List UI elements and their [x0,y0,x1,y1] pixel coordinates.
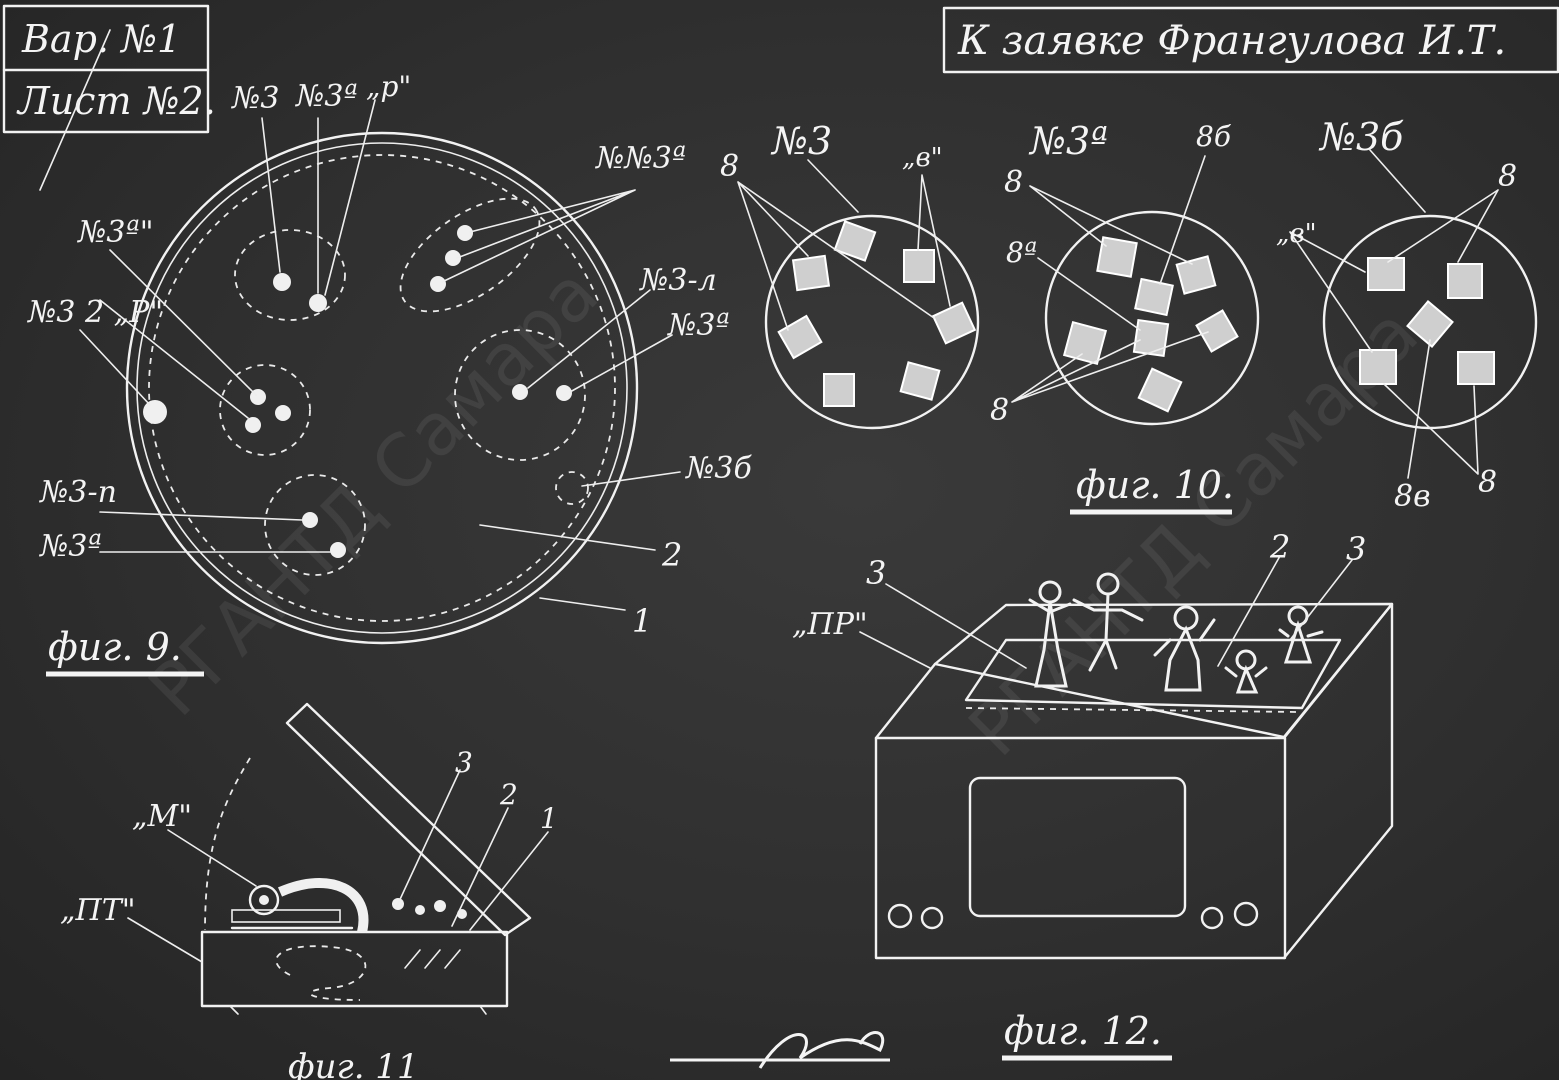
figure-group-edge-left [143,400,167,424]
fig10-disc3-label-8: 8 [1498,159,1517,194]
fig9: №3 №3ª „р" №№3ª №3ª" №3 2 „Р" №3-л №3ª №… [26,70,752,677]
fig12-caption: фиг. 12. [1004,1009,1162,1053]
fig9-label-2: 2 [661,536,682,574]
fig10-disc-1: №3 8 „в" [720,119,980,430]
fig12-label-2: 2 [1269,528,1290,566]
fig10-disc2-label-8: 8 [1004,165,1023,200]
fig10-disc1-label-8: 8 [720,149,739,184]
fig11-label-3: 3 [455,746,473,779]
fig10-disc1-label-v: „в" [902,143,943,173]
fig12-figurines [1028,572,1324,694]
fig11-label-m: „М" [132,799,192,834]
fig9-label-n32p: №3 2 „Р" [26,295,163,330]
fig9-label-nn3a: №№3ª [594,141,686,176]
fig10-disc2-label-8-bottom: 8 [990,393,1009,428]
fig9-label-n3a-bottom: №3ª [38,529,102,564]
signature [670,1031,890,1069]
fig9-label-1: 1 [632,602,652,640]
fig10-caption: фиг. 10. [1076,463,1234,507]
fig12-platform [964,638,1342,710]
fig10-disc3-title: №3б [1318,115,1404,159]
figure-group-n3 [234,229,346,321]
fig11-label-pt: „ПТ" [60,893,136,928]
figure-group-bottom [264,474,366,576]
fig9-label-n3l: №3-л [638,263,717,298]
application-label: К заявке Франгулова И.Т. [957,18,1506,64]
variant-label: Вар. №1 [21,17,181,61]
fig10-disc2-title: №3ª [1028,119,1108,163]
fig10-disc2-label-8a: 8ª [1006,236,1037,269]
fig11: „М" „ПТ" 3 2 1 фиг. 11 [60,702,558,1080]
sheet-label: Лист №2. [16,79,216,123]
fig10-disc-3: №3б 8 „в" 8в 8 [1276,115,1538,514]
fig12-label-pr: „ПР" [792,607,868,642]
fig10-disc3-label-8-bottom: 8 [1478,465,1497,500]
fig12-label-3-left: 3 [866,554,886,592]
fig12-screen [968,776,1187,918]
figure-slot-n3b [555,471,589,505]
variant-sheet-box: Вар. №1 Лист №2. [2,4,216,191]
fig9-label-n3a-right: №3ª [666,308,730,343]
fig9-caption: фиг. 9. [48,625,182,669]
fig10-disc3-label-8v: 8в [1394,479,1431,514]
figure-group-left-trio [219,364,311,456]
fig10-disc2-label-8b: 8б [1196,120,1232,153]
figure-group-top-right [399,197,541,313]
fig12: 3 „ПР" 2 3 фиг. 12. [792,528,1394,1061]
fig12-knob [887,903,913,929]
fig10-disc1-title: №3 [770,119,832,163]
fig11-lid [285,702,532,937]
figure-group-right [454,329,586,461]
fig9-label-n3b: №3б [684,451,752,486]
fig11-label-1: 1 [540,802,558,835]
fig11-box [200,930,509,1008]
fig9-label-n3a-left: №3ª" [76,215,154,250]
fig11-caption: фиг. 11 [288,1047,419,1080]
fig10-disc3-label-v: „в" [1276,219,1317,249]
fig10-disc-2: №3ª 8б 8 8ª 8 [990,119,1260,428]
watermark-left: РГАНТД Самара [133,251,614,732]
application-box: К заявке Франгулова И.Т. [942,6,1559,74]
fig9-label-n3a-top: №3ª [294,79,358,114]
fig12-cabinet-front [874,736,1287,960]
fig9-label-n3: №3 [230,81,279,116]
fig11-label-2: 2 [499,778,518,811]
fig9-label-n3p: №3-п [38,475,117,510]
fig9-label-p-top: „р" [366,70,411,103]
fig10: №3 8 „в" №3ª 8б 8 8ª 8 [720,115,1538,515]
fig12-label-3-right: 3 [1346,530,1366,568]
fig11-motor-m [248,884,280,916]
